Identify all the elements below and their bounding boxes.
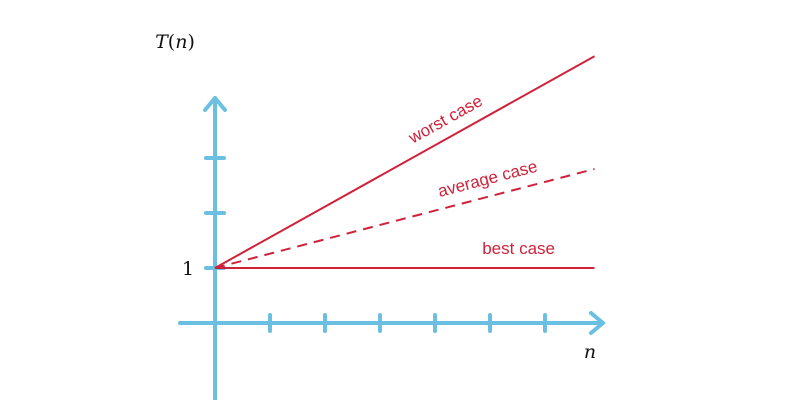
x-axis-label: n xyxy=(584,341,596,363)
y-axis-label-open: ( xyxy=(168,31,175,53)
series-lines xyxy=(214,55,595,269)
y-tick-label-1: 1 xyxy=(182,258,194,280)
series-label-average-case: average case xyxy=(436,157,540,201)
y-axis-label: T(n) xyxy=(155,31,195,53)
tick-marks xyxy=(204,156,547,333)
y-axis-label-close: ) xyxy=(187,31,194,53)
y-axis-label-name: T xyxy=(155,31,169,53)
series-label-best-case: best case xyxy=(482,239,555,258)
series-label-group-best-case: best case xyxy=(482,239,555,258)
x-axis-arrow xyxy=(589,311,605,335)
y-axis-label-arg: n xyxy=(175,31,187,53)
series-line-average-case xyxy=(214,168,595,269)
series-line-worst-case xyxy=(214,55,595,269)
y-axis-arrow xyxy=(203,96,227,112)
series-label-group-average-case: average case xyxy=(436,157,540,201)
axes xyxy=(178,96,605,400)
